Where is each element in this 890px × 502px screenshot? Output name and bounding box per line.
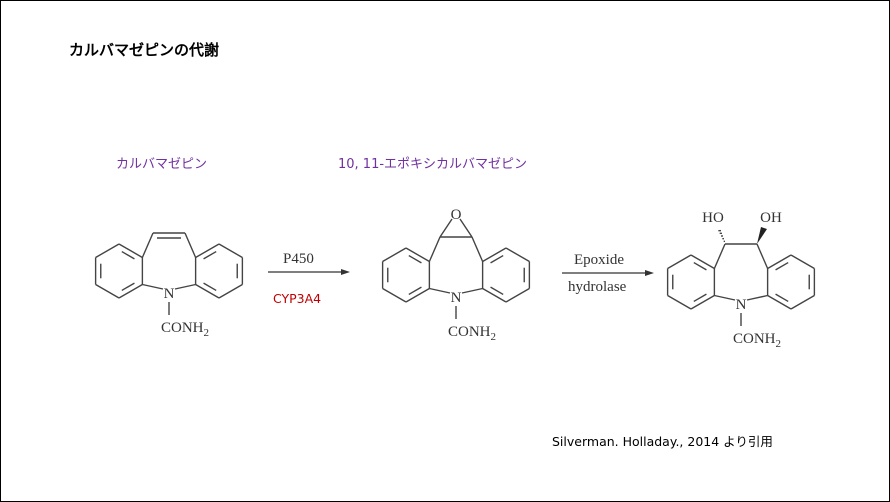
arrow-epoxide-hydrolase <box>562 270 654 276</box>
carbamazepine-structure: N CONH2 <box>94 232 244 339</box>
p450-label: P450 <box>283 251 314 267</box>
cyp3a4-label: CYP3A4 <box>273 291 321 306</box>
hydroxyl-label: HO <box>702 210 724 226</box>
subscript-2: 2 <box>204 327 210 339</box>
carbamazepine-label: カルバマゼピン <box>116 157 208 172</box>
conh2-label: CONH2 <box>448 324 496 343</box>
subscript-2: 2 <box>776 338 782 350</box>
nitrogen-atom-label: N <box>736 297 747 313</box>
conh-text: CONH <box>161 320 204 336</box>
diol-structure: HO OH N CONH2 <box>666 210 816 350</box>
arrow-p450 <box>268 269 350 275</box>
nitrogen-atom-label: N <box>164 286 175 302</box>
conh2-label: CONH2 <box>161 320 209 339</box>
hydroxyl-label: OH <box>760 210 782 226</box>
conh-text: CONH <box>448 324 491 340</box>
oxygen-atom-label: O <box>451 207 462 223</box>
page-title: カルバマゼピンの代謝 <box>69 41 220 59</box>
citation: Silverman. Holladay., 2014 より引用 <box>552 434 773 449</box>
conh-text: CONH <box>733 331 776 347</box>
epoxide-label: 10, 11-エポキシカルバマゼピン <box>338 157 528 172</box>
conh2-label: CONH2 <box>733 331 781 350</box>
epoxide-reagent-label: Epoxide <box>574 252 624 268</box>
epoxide-structure: O N CONH2 <box>381 207 531 343</box>
nitrogen-atom-label: N <box>451 290 462 306</box>
hydrolase-label: hydrolase <box>568 279 627 295</box>
subscript-2: 2 <box>491 331 497 343</box>
wedge-bond <box>757 227 767 244</box>
